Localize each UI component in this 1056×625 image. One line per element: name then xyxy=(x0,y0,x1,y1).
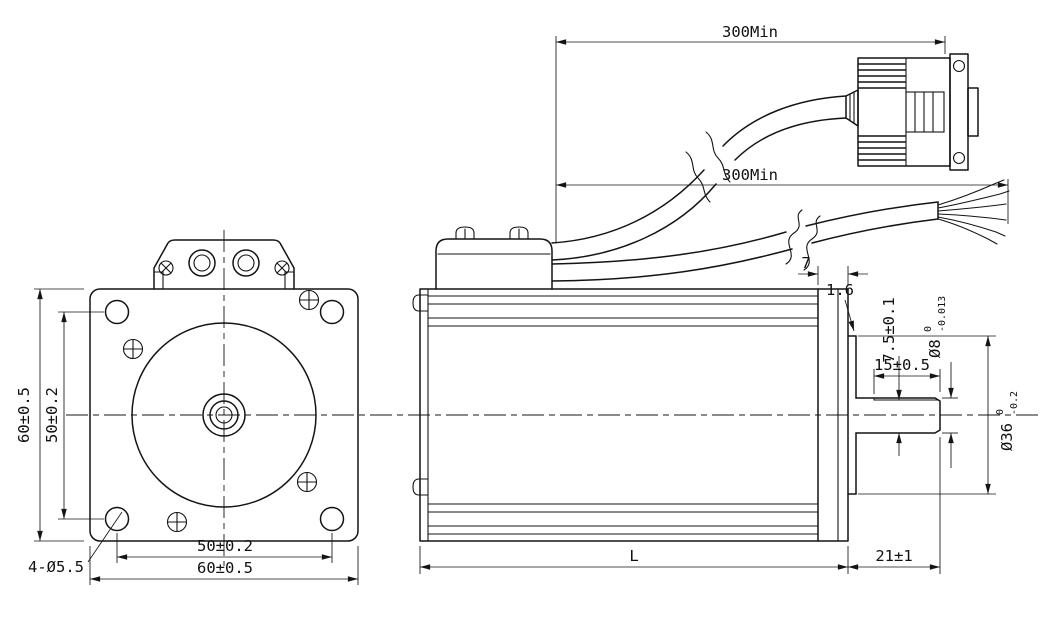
cap-screw-right xyxy=(274,260,290,276)
dim-front-height-holes: 50±0.2 xyxy=(43,387,61,443)
svg-text:Ø8: Ø8 xyxy=(926,339,944,358)
wire-ends xyxy=(937,179,1010,245)
dim-shaft-diameter: Ø8 0 -0.013 xyxy=(923,296,948,358)
phillips-screw xyxy=(296,471,318,493)
mounting-hole xyxy=(319,299,345,325)
box-screw xyxy=(455,226,475,240)
cable-gland-ring-inner xyxy=(193,254,211,272)
cable-gland-ring-inner xyxy=(237,254,255,272)
shaft-circle xyxy=(209,400,239,430)
jack-screw xyxy=(952,151,966,165)
motor-flange-outline xyxy=(89,288,359,542)
jack-screw xyxy=(952,59,966,73)
mounting-hole xyxy=(319,506,345,532)
cable-boot xyxy=(845,89,859,127)
cable-gland-ring xyxy=(232,249,260,277)
svg-text:Ø36: Ø36 xyxy=(998,423,1016,451)
terminal-cap-outline xyxy=(153,239,295,290)
grip-serrations xyxy=(858,63,906,161)
label-mounting-holes: 4-Ø5.5 xyxy=(28,558,84,576)
connector-window xyxy=(905,91,945,133)
dim-cable-top-length: 300Min xyxy=(722,23,778,41)
cables xyxy=(551,95,939,282)
connector-backshell xyxy=(857,57,951,167)
dim-shaft-flat-length: 15±0.5 xyxy=(874,356,930,374)
dim-front-width-outer: 60±0.5 xyxy=(197,559,253,577)
svg-text:-0.013: -0.013 xyxy=(937,296,948,332)
cable-break-mark xyxy=(685,151,711,203)
terminal-cap-notch-left xyxy=(153,271,164,290)
terminal-cap-notch-right xyxy=(284,271,295,290)
dim-cable-bottom-length: 300Min xyxy=(722,166,778,184)
phillips-screw xyxy=(298,289,320,311)
centerlines xyxy=(66,230,1040,566)
dim-pilot-step: 1.6 xyxy=(826,281,854,299)
dim-body-length: L xyxy=(629,547,638,565)
dim-shaft-extension: 21±1 xyxy=(875,547,912,565)
svg-text:0: 0 xyxy=(995,409,1006,415)
dim-flange-thickness: 7 xyxy=(801,254,810,272)
cable-break-mark xyxy=(705,131,731,183)
cable-gland-ring xyxy=(188,249,216,277)
front-view-dimensions: 60±0.5 50±0.2 50±0.2 60±0.5 4-Ø5.5 xyxy=(15,288,359,585)
cable-break-mark xyxy=(785,209,803,265)
dim-shaft-flat-height: 7.5±0.1 xyxy=(880,297,898,362)
pilot-boss xyxy=(847,335,857,495)
dim-front-width-holes: 50±0.2 xyxy=(197,537,253,555)
connector-dsub-face xyxy=(967,87,979,137)
svg-text:-0.2: -0.2 xyxy=(1009,391,1020,415)
terminal-box xyxy=(435,226,553,290)
front-view xyxy=(89,239,359,542)
mounting-hole xyxy=(104,506,130,532)
mounting-holes-leader xyxy=(87,511,123,563)
side-view-dimensions: 300Min 300Min 7 1.6 7.5±0.1 Ø8 0 -0.013 … xyxy=(419,23,1020,574)
box-screw xyxy=(509,226,529,240)
dim-pilot-diameter: Ø36 0 -0.2 xyxy=(995,391,1020,451)
body-lines xyxy=(427,295,819,535)
motor-body-outline xyxy=(419,288,849,542)
side-view xyxy=(412,226,941,542)
mounting-hole xyxy=(104,299,130,325)
rear-screw xyxy=(412,294,429,312)
db-connector xyxy=(845,53,979,171)
power-cable xyxy=(551,201,939,282)
phillips-screw xyxy=(166,511,188,533)
dim-front-height-outer: 60±0.5 xyxy=(15,387,33,443)
cable-break-mark xyxy=(803,215,821,271)
shaft-center-circle xyxy=(215,406,233,424)
rear-screw xyxy=(412,478,429,496)
svg-text:0: 0 xyxy=(923,326,934,332)
phillips-screw xyxy=(122,338,144,360)
encoder-cable xyxy=(551,95,847,261)
shaft-collar-circle xyxy=(202,393,246,437)
cap-screw-left xyxy=(158,260,174,276)
front-boss-circle xyxy=(131,322,317,508)
shaft xyxy=(855,397,941,434)
